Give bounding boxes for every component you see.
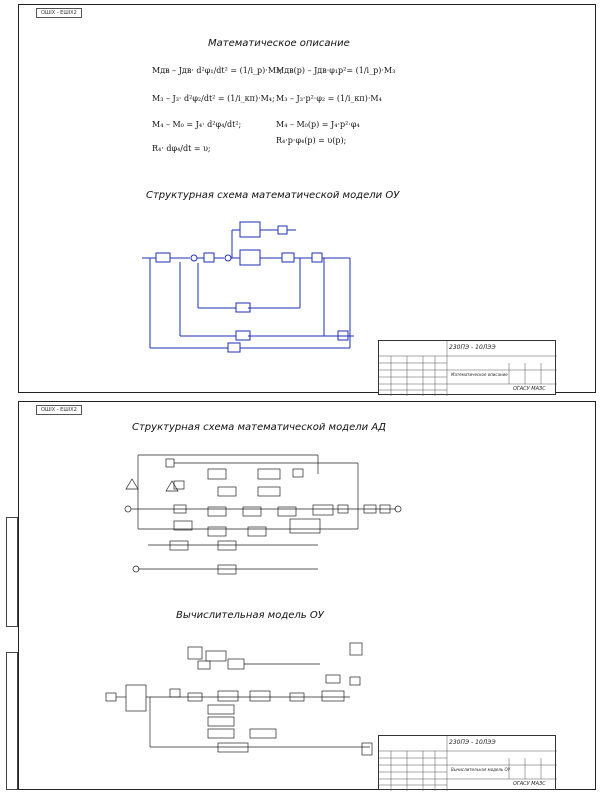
sheet-2-side-strip-lower xyxy=(6,652,18,790)
formula-left-3: M₄ – M₀ = J₄· d²φ₄/dt²; xyxy=(152,120,242,129)
sheet-2-organization: ОГАСУ МАЗС xyxy=(513,781,546,787)
sheet-1-doc-name: Математическое описание xyxy=(451,372,508,377)
sheet-2-doc-code: 230ПЭ - 10ЛЭЭ xyxy=(449,739,496,746)
drawing-sheet-1: OШIX - ЕШIX2 Математическое описание Mдв… xyxy=(18,4,596,396)
structure-block-diagram xyxy=(142,221,354,353)
computation-model-heading: Вычислительная модель ОУ xyxy=(176,610,324,621)
ad-structure-heading: Структурная схема математической модели … xyxy=(132,422,386,433)
drawing-sheet-2: OШIX - ЕШIX2 Структурная схема математич… xyxy=(0,397,600,794)
formula-left-2: M₃ – J₃· d²φ₂/dt² = (1/i_кп)·M₄; xyxy=(152,94,275,103)
formula-right-1: Mдв(p) – Jдв·φ₁p²= (1/i_p)·M₃ xyxy=(276,66,396,75)
ad-block-diagram xyxy=(124,454,402,575)
computation-model-diagram xyxy=(105,642,373,756)
sheet-2-stamp: OШIX - ЕШIX2 xyxy=(36,405,82,415)
sheet-1-stamp: OШIX - ЕШIX2 xyxy=(36,8,82,18)
sheet-1-doc-code: 230ПЭ - 10ЛЭЭ xyxy=(449,344,496,351)
formula-right-3: M₄ – M₀(p) = J₄·p²·φ₄ xyxy=(276,120,360,129)
structure-diagram-heading: Структурная схема математической модели … xyxy=(146,190,400,201)
sheet-2-doc-name: Вычислительная модель ОУ xyxy=(451,767,511,772)
formula-right-4: R₄·p·φ₄(p) = υ(p); xyxy=(276,136,347,145)
sheet-2-side-strip-upper xyxy=(6,517,18,627)
sheet-2-frame xyxy=(18,401,596,790)
formula-right-2: M₃ – J₃·p²·φ₂ = (1/i_кп)·M₄ xyxy=(276,94,382,103)
sheet-1-frame xyxy=(18,4,596,393)
formula-left-4: R₄· dφ₄/dt = υ; xyxy=(152,144,211,153)
sheet-2-title-grid xyxy=(379,736,557,791)
sheet-1-organization: ОГАСУ МАЗС xyxy=(513,386,546,392)
formula-left-1: Mдв – Jдв· d²φ₁/dt² = (1/i_p)·M₃; xyxy=(152,66,282,75)
sheet-1-title-block: 230ПЭ - 10ЛЭЭ Математическое описание ОГ… xyxy=(378,340,557,396)
sheet-2-title-block: 230ПЭ - 10ЛЭЭ Вычислительная модель ОУ О… xyxy=(378,735,557,791)
math-description-heading: Математическое описание xyxy=(208,38,350,49)
sheet-1-title-grid xyxy=(379,341,557,396)
